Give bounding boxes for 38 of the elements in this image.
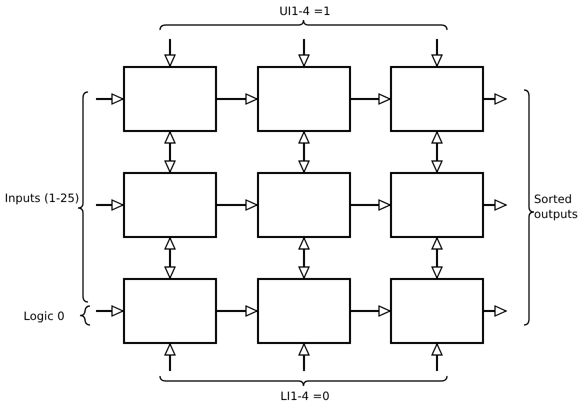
arrow xyxy=(431,39,443,67)
arrow xyxy=(484,305,507,317)
block xyxy=(123,172,217,238)
arrow xyxy=(298,237,310,279)
label: Sorted outputs xyxy=(534,192,579,222)
arrow xyxy=(164,237,176,279)
block xyxy=(257,278,351,344)
arrow xyxy=(96,93,124,105)
arrow xyxy=(164,343,176,371)
block xyxy=(390,278,484,344)
arrow xyxy=(431,343,443,371)
block xyxy=(257,172,351,238)
label: Inputs (1-25) xyxy=(4,191,80,206)
block xyxy=(257,66,351,132)
arrow xyxy=(217,305,258,317)
arrow xyxy=(484,93,507,105)
arrow xyxy=(96,199,124,211)
arrow xyxy=(484,199,507,211)
arrow xyxy=(351,305,391,317)
arrow xyxy=(298,343,310,371)
arrow xyxy=(164,39,176,67)
arrow xyxy=(431,131,443,173)
arrow xyxy=(164,131,176,173)
label: Logic 0 xyxy=(22,309,66,324)
arrow xyxy=(298,39,310,67)
block xyxy=(123,278,217,344)
arrow xyxy=(351,199,391,211)
arrow xyxy=(431,237,443,279)
arrow xyxy=(351,93,391,105)
label: LI1-4 =0 xyxy=(279,389,331,404)
block xyxy=(390,66,484,132)
label: UI1-4 =1 xyxy=(278,4,332,19)
arrow xyxy=(298,131,310,173)
arrow xyxy=(217,199,258,211)
arrow xyxy=(217,93,258,105)
arrow xyxy=(96,305,124,317)
block xyxy=(123,66,217,132)
block xyxy=(390,172,484,238)
